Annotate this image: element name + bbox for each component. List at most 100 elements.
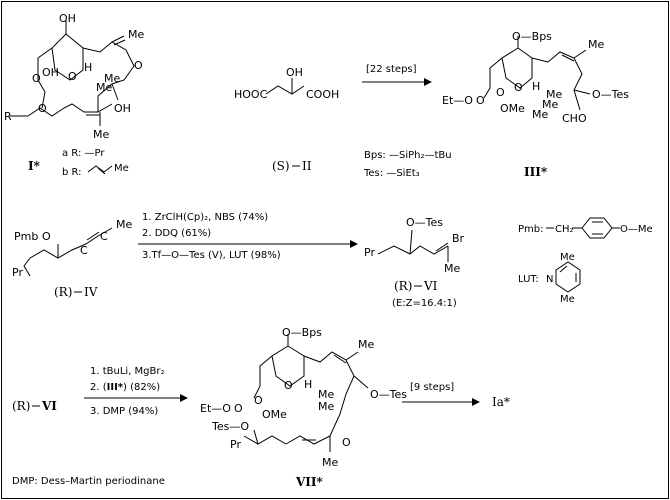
atom-ome-VII: OMe (262, 408, 287, 421)
atom-o-ring-VII: O (284, 379, 293, 392)
label-variant-b: b R: (62, 167, 82, 178)
arrow1-head (424, 78, 432, 86)
arrow-9-steps: [9 steps] (402, 382, 480, 406)
compound-VI-structure: O—Tes Pr Br Me (R) VI (E:Z=16.4:1) (364, 216, 465, 309)
atom-o-ring-III: O (514, 81, 523, 94)
atom-br-VI: Br (452, 232, 465, 245)
atom-c1-IV: C (80, 244, 88, 257)
atom-eto-VII: Et—O (200, 402, 231, 415)
atom-c2-IV: C (100, 230, 108, 243)
arrow2-head (350, 240, 358, 248)
label-row3-prefix: (R) (12, 399, 30, 413)
bond-otes-VII (353, 375, 369, 389)
label-compound-III: III* (524, 165, 548, 179)
definition-tes: Tes: —SiEt₃ (363, 168, 420, 179)
row3-start-compound: (R) VI (12, 399, 57, 413)
chain-pr-VII (243, 435, 287, 445)
atom-obps-III: O—Bps (512, 30, 552, 43)
atom-me-right-III: Me (588, 38, 604, 51)
atom-oh-bottom-I: OH (114, 102, 131, 115)
label-compound-VI-prefix: (R) (394, 279, 412, 293)
chain-pr-IV (23, 257, 31, 277)
atom-h-I: H (84, 61, 92, 74)
atom-otes-VII: O—Tes (370, 388, 407, 401)
atom-o-IV: O (42, 230, 51, 243)
benzene-ring (581, 217, 613, 239)
label-compound-IV-prefix: (R) (54, 285, 72, 299)
atom-o3-III: O (496, 86, 505, 99)
label-compound-II-prefix: (S) (272, 159, 290, 173)
arrow3-head (180, 394, 188, 402)
atom-o-ketone-VII: O (342, 436, 351, 449)
bond-dbl-I (113, 39, 126, 46)
chain-right-VII (285, 351, 355, 445)
atom-me-IV: Me (116, 218, 132, 231)
arrow-step-sequence-1: 1. ZrClH(Cp)₂, NBS (74%) 2. DDQ (61%) 3.… (138, 212, 358, 261)
compound-II-structure: HOOC COOH OH (S) II (234, 66, 339, 173)
bond-me-right-I (111, 35, 125, 43)
atom-o-lactone-I: O (32, 72, 41, 85)
atom-oh-II: OH (286, 66, 303, 79)
bond-tes-o-VII (253, 429, 259, 445)
ratio-VI: (E:Z=16.4:1) (392, 298, 457, 309)
definition-pmb-ome: O—Me (620, 224, 653, 235)
definition-pmb-ch2: CH₂ (555, 224, 574, 235)
arrow4-head (472, 398, 480, 406)
atom-o-ketone-I: O (134, 59, 143, 72)
atom-pmb-IV: Pmb (14, 230, 38, 243)
atom-ome-III: OMe (500, 102, 525, 115)
atom-me2-I: Me (96, 81, 112, 94)
bond-otes-VI (409, 229, 413, 255)
arrow3-step2: 2. (III*) (82%) (90, 382, 160, 393)
label-variant-a: a R: —Pr (62, 148, 105, 159)
arrow3-step3: 3. DMP (94%) (90, 406, 158, 417)
chain-left-III (483, 57, 503, 99)
atom-me-right-VII: Me (358, 338, 374, 351)
pyridine-dbl1 (559, 265, 568, 273)
label-compound-IV-roman: IV (84, 285, 98, 299)
bond-me-right-III (573, 49, 587, 59)
bond-otes-III (573, 89, 591, 95)
definition-lut-label: LUT: (518, 274, 539, 285)
chain-II (265, 85, 305, 95)
arrow2-step2: 2. DDQ (61%) (142, 228, 211, 239)
atom-h-VII: H (304, 378, 312, 391)
atom-o2-III: O (476, 94, 485, 107)
bond-triple-IV (86, 231, 100, 241)
variant-b-propenyl (87, 165, 113, 173)
compound-I-structure: OH Me O O OH H O Me Me O OH Me R I* a R:… (4, 12, 144, 178)
atom-otes-III: O—Tes (592, 88, 629, 101)
label-compound-VII: VII* (295, 475, 324, 489)
arrow2-step1: 1. ZrClH(Cp)₂, NBS (74%) (142, 212, 268, 223)
macrocycle-right-I (82, 41, 135, 112)
compound-III-structure: O—Bps Me O H Et—O O O OMe Me Me Me O—Tes… (442, 30, 629, 179)
arrow-22-steps: [22 steps] (362, 64, 432, 86)
bond-dbl-VI (435, 242, 449, 252)
bond-dbl-III (561, 54, 575, 62)
label-compound-VI-roman: VI (423, 279, 438, 293)
atom-obps-VII: O—Bps (282, 326, 322, 339)
bond-oh-bottom-I (111, 83, 119, 101)
chain-left-VII (253, 355, 273, 399)
atom-o3-VII: O (254, 394, 263, 407)
atom-h-III: H (532, 80, 540, 93)
atom-r-I: R (4, 110, 12, 123)
variant-b-me: Me (114, 163, 129, 174)
chain-VI (377, 245, 449, 255)
footnote-dmp: DMP: Dess–Martin periodinane (12, 476, 165, 487)
definition-bps: Bps: —SiPh₂—tBu (364, 150, 452, 161)
atom-me2-VII: Me (318, 400, 334, 413)
atom-me1-VII: Me (318, 388, 334, 401)
arrow-step-sequence-2: 1. tBuLi, MgBr₂ 2. (III*) (82%) 3. DMP (… (84, 366, 188, 417)
definition-pmb-prefix: Pmb: (518, 224, 544, 235)
atom-me-right-I: Me (128, 28, 144, 41)
atom-o-ring-I: O (68, 70, 77, 83)
atom-cooh-II: COOH (306, 88, 339, 101)
variant-b-dbl (97, 167, 106, 175)
product-label: Ia* (492, 395, 510, 409)
atom-o2-VII: O (234, 402, 243, 415)
atom-o3-I: O (38, 102, 47, 115)
